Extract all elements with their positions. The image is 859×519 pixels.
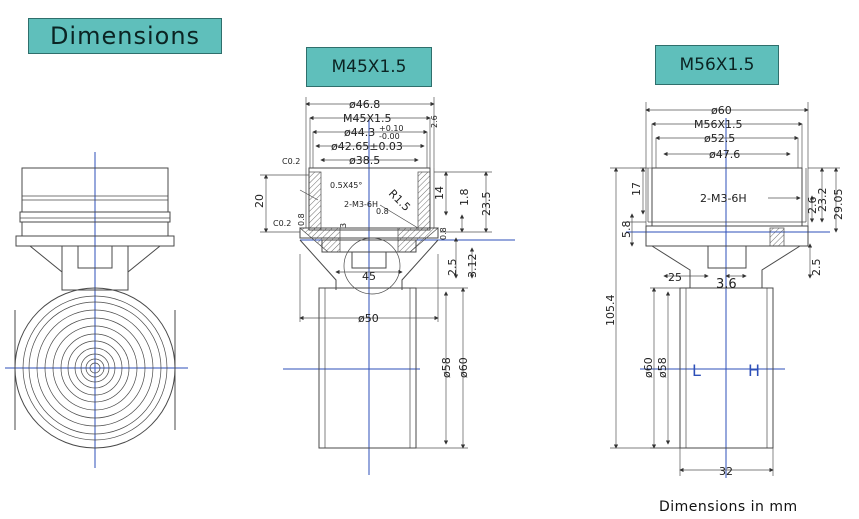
dim-w25: 25 — [668, 271, 682, 284]
dim-d52-5: ø52.5 — [704, 132, 735, 145]
dim-08-mid: 0.8 — [376, 207, 389, 216]
dim-h3-12: 3.12 — [466, 254, 479, 279]
dim-2-6-small: 2.6 — [430, 115, 439, 128]
dim-w45: 45 — [362, 270, 376, 283]
dim-r-screw-m3: 2-M3-6H — [700, 192, 747, 205]
dim-d47-6: ø47.6 — [709, 148, 740, 161]
m56-section-view — [626, 118, 830, 478]
dim-d44-3-tol-upper: +0.10 — [379, 124, 404, 133]
dim-d46-8: ø46.8 — [349, 98, 380, 111]
dim-m45-thread: M45X1.5 — [343, 112, 392, 125]
dim-08-left: 0.8 — [297, 213, 306, 226]
dim-d60: ø60 — [457, 357, 470, 378]
dim-h23-5: 23.5 — [480, 192, 493, 217]
m45-section-view — [283, 120, 515, 475]
model-tag-m45: M45X1.5 — [306, 47, 432, 87]
side-view-sensor — [5, 152, 188, 468]
dim-d3: 3 — [339, 223, 348, 228]
dim-screw-m3: 2-M3-6H — [344, 200, 378, 209]
m45-dimension-labels: ø46.8 M45X1.5 ø44.3 +0.10 -0.00 ø42.65±0… — [253, 98, 493, 378]
dim-h23-2: 23.2 — [816, 188, 829, 213]
dim-h2-5: 2.5 — [446, 259, 459, 277]
dim-c02-bottom: C0.2 — [273, 219, 291, 228]
model-tag-m56: M56X1.5 — [655, 45, 779, 85]
dim-m56-thread: M56X1.5 — [694, 118, 743, 131]
m56-dimension-lines — [610, 102, 840, 476]
dim-d44-3: ø44.3 — [344, 126, 375, 139]
dim-d42-65: ø42.65±0.03 — [331, 140, 403, 153]
label-h: H — [748, 361, 760, 380]
dim-chamfer: 0.5X45° — [330, 181, 362, 190]
dim-r-d58-body: ø58 — [656, 357, 669, 378]
dim-w3-6: 3.6 — [716, 277, 737, 292]
dim-h29-05: 29.05 — [832, 189, 845, 221]
dim-h17: 17 — [630, 182, 643, 196]
m56-dimension-labels: ø60 M56X1.5 ø52.5 ø47.6 17 2-M3-6H 2.6 2… — [604, 104, 845, 478]
dim-d50: ø50 — [358, 312, 379, 325]
dim-h20: 20 — [253, 194, 266, 208]
dim-d44-3-tol-lower: -0.00 — [379, 132, 400, 141]
dimensions-title: Dimensions — [28, 18, 222, 54]
dim-r15: R1.5 — [386, 187, 413, 214]
dim-h1-8: 1.8 — [458, 189, 471, 207]
dim-d38-5: ø38.5 — [349, 154, 380, 167]
m45-dimension-lines — [260, 97, 492, 449]
dim-08-right: 0.8 — [439, 227, 448, 240]
dim-h105-4: 105.4 — [604, 295, 617, 327]
dim-r-d60-body: ø60 — [642, 357, 655, 378]
dim-h5-8: 5.8 — [620, 221, 633, 239]
dim-w32: 32 — [719, 465, 733, 478]
dim-r-d60: ø60 — [711, 104, 732, 117]
dim-h2-6: 2.6 — [806, 197, 819, 215]
label-l: L — [692, 361, 701, 380]
dim-h14: 14 — [433, 186, 446, 200]
dim-r-h2-5: 2.5 — [810, 259, 823, 277]
units-footnote: Dimensions in mm — [659, 499, 798, 515]
dim-c02-top: C0.2 — [282, 157, 300, 166]
dim-d58: ø58 — [440, 357, 453, 378]
